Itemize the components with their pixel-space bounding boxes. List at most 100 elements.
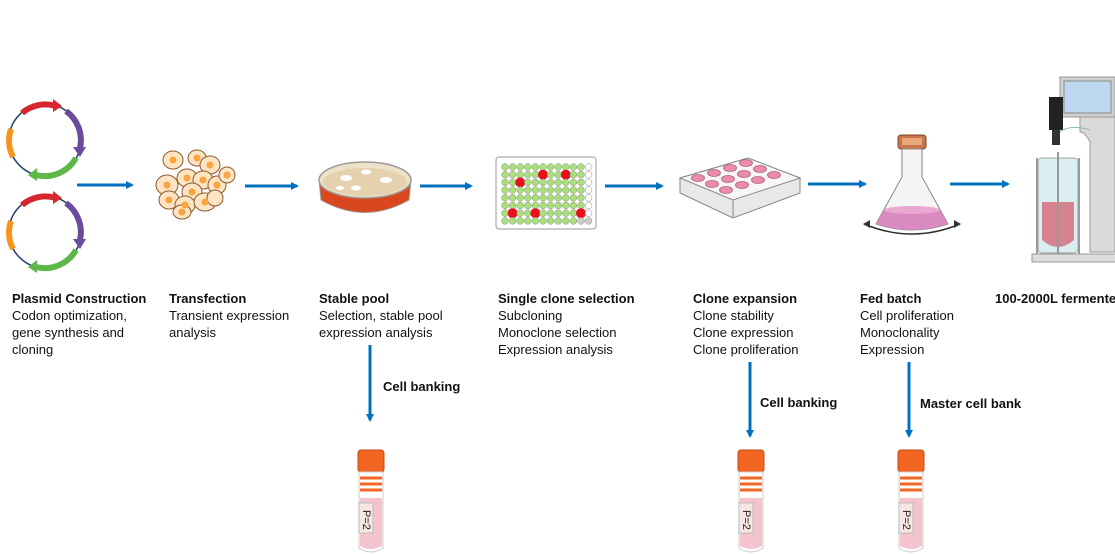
cells-icon (155, 149, 236, 220)
well (516, 163, 524, 171)
culture-well (719, 186, 733, 194)
banking-label: Master cell bank (920, 396, 1022, 411)
culture-well (753, 165, 767, 173)
step-plasmid-construction: Plasmid Construction Codon optimization,… (12, 290, 146, 358)
vial-label: P=2 (740, 510, 752, 530)
step-detail: Expression (860, 342, 925, 357)
well (577, 171, 585, 179)
well (501, 209, 509, 217)
culture-well (735, 181, 749, 189)
step-detail: expression analysis (319, 325, 433, 340)
well (539, 194, 547, 202)
well (569, 217, 578, 225)
well (508, 163, 517, 171)
well (508, 171, 517, 179)
well (524, 194, 532, 202)
well (577, 178, 585, 187)
well (577, 201, 585, 210)
step-clone-expansion: Clone expansion Clone stability Clone ex… (693, 290, 799, 358)
well (562, 194, 570, 202)
step-detail: Clone stability (693, 308, 774, 323)
step-single-clone-selection: Single clone selection Subcloning Monocl… (498, 290, 635, 358)
well (524, 209, 532, 217)
well (554, 186, 562, 194)
well (560, 169, 571, 180)
step-detail: Codon optimization, (12, 308, 127, 323)
well (546, 217, 555, 225)
well (569, 209, 578, 217)
well (584, 171, 593, 179)
step-detail: Monoclonality (860, 325, 940, 340)
step-fed-batch: Fed batch Cell proliferation Monoclonali… (860, 290, 954, 358)
well (508, 186, 517, 194)
well (507, 208, 518, 219)
culture-well (723, 164, 737, 172)
well (539, 178, 547, 187)
well (546, 171, 555, 179)
well (584, 209, 593, 217)
well (554, 209, 562, 217)
well (546, 201, 555, 210)
step-detail: Clone proliferation (693, 342, 799, 357)
well (501, 163, 509, 171)
well (516, 217, 524, 225)
well (562, 186, 570, 194)
well (524, 186, 532, 194)
step-stable-pool: Stable pool Selection, stable pool expre… (319, 290, 443, 341)
vial-label: P=2 (360, 510, 372, 530)
well (562, 201, 570, 210)
well (508, 178, 517, 187)
well (546, 194, 555, 202)
fermenter-icon (1031, 76, 1115, 263)
well (569, 201, 578, 210)
well (539, 201, 547, 210)
well (569, 194, 578, 202)
culture-well (737, 170, 751, 178)
well (562, 163, 570, 171)
well (524, 163, 532, 171)
well (515, 177, 526, 188)
well (562, 178, 570, 187)
well (531, 217, 540, 225)
step-fermenter: 100-2000L fermenter (995, 290, 1115, 307)
step-detail: cloning (12, 342, 54, 357)
well (501, 178, 509, 187)
well (577, 194, 585, 202)
well (554, 194, 562, 202)
culture-plate-icon (678, 157, 802, 219)
well (546, 178, 555, 187)
step-title: 100-2000L fermenter (995, 291, 1115, 306)
step-detail: Cell proliferation (860, 308, 954, 323)
step-detail: Transient expression (169, 308, 290, 323)
well (531, 178, 540, 187)
flask-icon (863, 134, 961, 235)
well (516, 171, 524, 179)
well (554, 217, 562, 225)
well (524, 178, 532, 187)
well (546, 186, 555, 194)
well (531, 194, 540, 202)
well (501, 201, 509, 210)
well (539, 186, 547, 194)
step-detail: Monoclone selection (498, 325, 617, 340)
well (530, 208, 541, 219)
plasmid-icon (0, 99, 100, 295)
well (546, 209, 555, 217)
step-detail: Clone expression (693, 325, 794, 340)
banking-label: Cell banking (383, 379, 461, 394)
step-detail: analysis (169, 325, 216, 340)
well (554, 171, 562, 179)
step-title: Single clone selection (498, 291, 635, 306)
well (501, 194, 509, 202)
well (569, 186, 578, 194)
well (584, 201, 593, 210)
well (546, 163, 555, 171)
well (584, 186, 593, 194)
step-title: Fed batch (860, 291, 922, 306)
well (501, 217, 509, 225)
well (539, 163, 547, 171)
well (524, 201, 532, 210)
step-transfection: Transfection Transient expression analys… (169, 290, 289, 341)
well (576, 208, 586, 219)
step-detail: Subcloning (498, 308, 563, 323)
